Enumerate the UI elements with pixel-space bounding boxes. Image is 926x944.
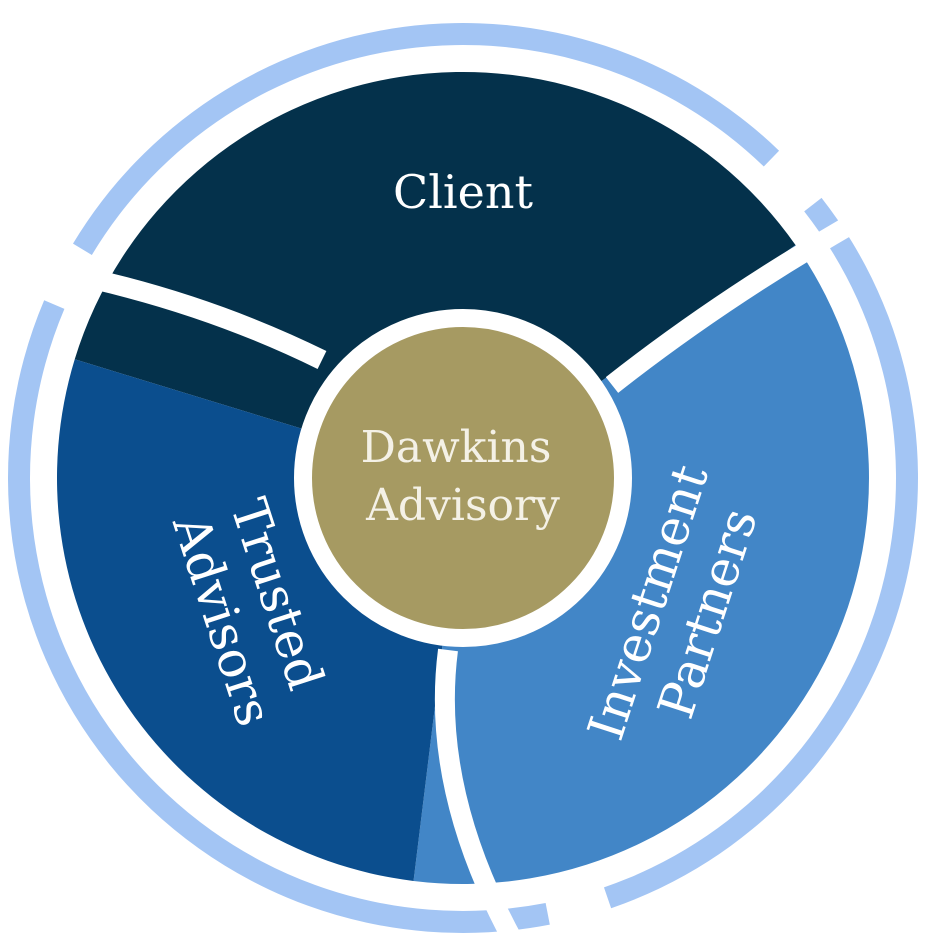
separators xyxy=(58,216,855,944)
segment-trusted-advisors xyxy=(56,359,445,881)
segments xyxy=(56,72,869,885)
segment-client xyxy=(74,72,796,434)
segment-label-client: Client xyxy=(393,165,533,219)
segment-label-trusted-advisors: Trusted Advisors xyxy=(161,488,341,733)
segment-separator xyxy=(58,262,327,369)
outer-ring-arc xyxy=(72,22,780,255)
svg-text:Trusted Advisors: Trusted Advisors xyxy=(161,488,341,732)
segment-investment-partners xyxy=(413,245,869,885)
outer-ring-arc xyxy=(603,197,919,909)
center-label: Dawkins Advisory xyxy=(361,422,566,531)
outer-ring xyxy=(7,22,919,933)
segment-separator xyxy=(434,648,524,944)
outer-ring-arc xyxy=(7,300,550,933)
center-label-line-1: Dawkins xyxy=(361,422,552,473)
segment-separator xyxy=(605,216,855,393)
center-circle xyxy=(294,309,632,647)
center-label-line-2: Advisory xyxy=(365,480,560,531)
